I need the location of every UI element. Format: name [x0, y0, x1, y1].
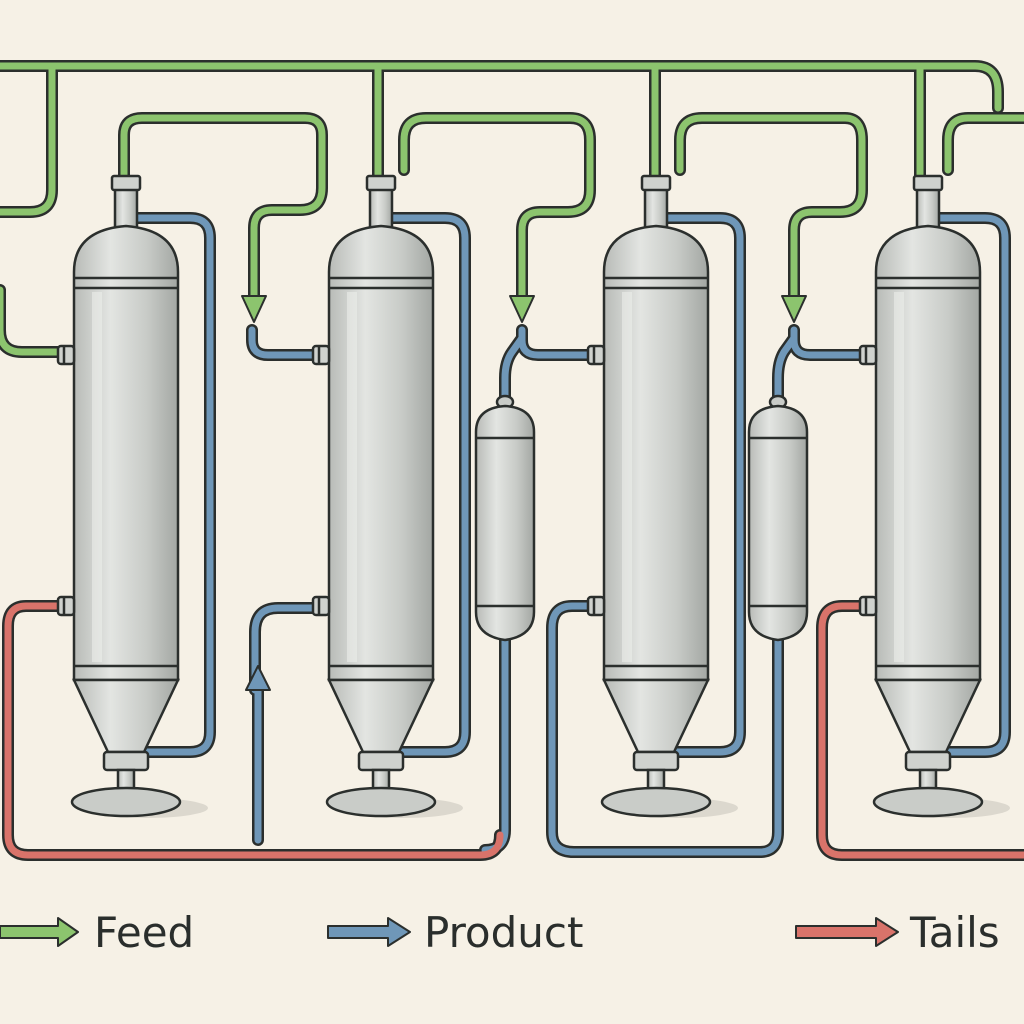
side-nozzle — [56, 344, 76, 366]
legend-item-tails: Tails — [795, 908, 1000, 957]
side-nozzle — [56, 595, 76, 617]
side-nozzle — [858, 595, 878, 617]
legend-label-product: Product — [424, 908, 583, 957]
vessel-base — [70, 786, 182, 818]
intermediate-tank-1 — [474, 394, 536, 642]
column-vessel-2 — [311, 174, 463, 818]
column-vessel-3 — [586, 174, 738, 818]
product-arrowhead — [245, 665, 271, 691]
side-nozzle — [586, 595, 606, 617]
side-nozzle — [586, 344, 606, 366]
column-vessel-4 — [858, 174, 1010, 818]
vessel-base — [872, 786, 984, 818]
vessel-body — [72, 224, 180, 682]
side-nozzle — [311, 595, 331, 617]
legend-item-feed: Feed — [0, 908, 194, 957]
product-legend-arrow — [327, 917, 411, 947]
vessel-body — [327, 224, 435, 682]
side-nozzle — [858, 344, 878, 366]
column-vessel-1 — [56, 174, 208, 818]
side-nozzle — [311, 344, 331, 366]
feed-legend-arrow — [0, 917, 79, 947]
vessel-body — [874, 224, 982, 682]
tails-legend-arrow — [795, 917, 899, 947]
pipe-network — [0, 60, 1024, 861]
feed-arrowheads — [241, 295, 807, 323]
vessel-base — [600, 786, 712, 818]
column-vessels — [56, 174, 1010, 818]
vessel-body — [602, 224, 710, 682]
intermediate-tank-2 — [747, 394, 809, 642]
vessel-base — [325, 786, 437, 818]
legend-label-feed: Feed — [94, 908, 194, 957]
legend: Feed Product Tails — [0, 908, 1000, 957]
legend-label-tails: Tails — [909, 908, 1000, 957]
legend-item-product: Product — [327, 908, 583, 957]
